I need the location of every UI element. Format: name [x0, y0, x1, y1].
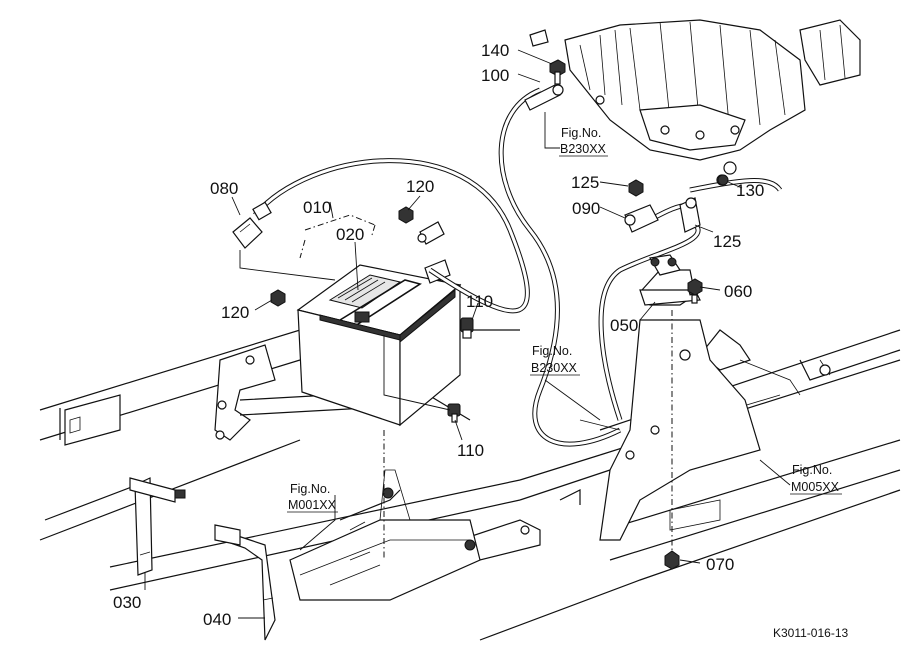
svg-text:Fig.No.: Fig.No. [532, 344, 572, 358]
label-070: 070 [706, 555, 734, 574]
label-010: 010 [303, 198, 331, 217]
svg-text:M001XX: M001XX [288, 498, 337, 512]
battery-mount-plate [214, 344, 481, 601]
label-030: 030 [113, 593, 141, 612]
engine-block [529, 19, 861, 186]
bracket-010 [299, 239, 306, 259]
label-130: 130 [736, 181, 764, 200]
label-110-right: 110 [466, 292, 493, 311]
label-050: 050 [610, 316, 638, 335]
svg-text:Fig.No.: Fig.No. [290, 482, 330, 496]
label-140: 140 [481, 41, 509, 60]
bolt-060 [687, 278, 703, 304]
fig-ref-m001: Fig.No. M001XX [287, 482, 338, 513]
main-frame [39, 319, 901, 641]
lug-090 [624, 197, 701, 233]
nut-070 [664, 550, 680, 570]
label-090: 090 [572, 199, 600, 218]
bolt-130 [717, 174, 729, 186]
svg-text:B230XX: B230XX [531, 361, 578, 375]
drawing-code: K3011-016-13 [773, 626, 848, 640]
label-060: 060 [724, 282, 752, 301]
battery [296, 259, 462, 560]
svg-text:M005XX: M005XX [791, 480, 840, 494]
nut-125-top [628, 179, 644, 197]
label-120-top: 120 [406, 177, 434, 196]
lug-080 [232, 201, 272, 249]
fig-ref-b230-top: Fig.No. B230XX [559, 126, 608, 157]
lug-positive [417, 221, 445, 245]
bolt-110-front [447, 403, 461, 423]
fig-ref-b230-mid: Fig.No. B230XX [530, 344, 580, 376]
svg-text:B230XX: B230XX [560, 142, 607, 156]
cable-080 [253, 158, 530, 314]
label-110-front: 110 [457, 441, 484, 460]
bolt-110-right [460, 317, 474, 339]
label-040: 040 [203, 610, 231, 629]
svg-text:Fig.No.: Fig.No. [792, 463, 832, 477]
lug-100 [524, 84, 564, 111]
svg-text:Fig.No.: Fig.No. [561, 126, 601, 140]
nut-120-top [398, 206, 414, 224]
label-125-right: 125 [713, 232, 741, 251]
label-125-top: 125 [571, 173, 599, 192]
starter-solenoid [639, 254, 701, 306]
nut-120-left [270, 289, 286, 307]
strap-030 [129, 477, 186, 576]
cable-100 [498, 87, 622, 447]
label-020: 020 [336, 225, 364, 244]
leader-lines [144, 49, 791, 619]
bolt-140 [549, 59, 566, 85]
label-080: 080 [210, 179, 238, 198]
strap-040 [214, 524, 276, 641]
fig-ref-m005: Fig.No. M005XX [790, 463, 842, 495]
label-120-left: 120 [221, 303, 249, 322]
cable-090 [598, 217, 701, 421]
label-100: 100 [481, 66, 509, 85]
